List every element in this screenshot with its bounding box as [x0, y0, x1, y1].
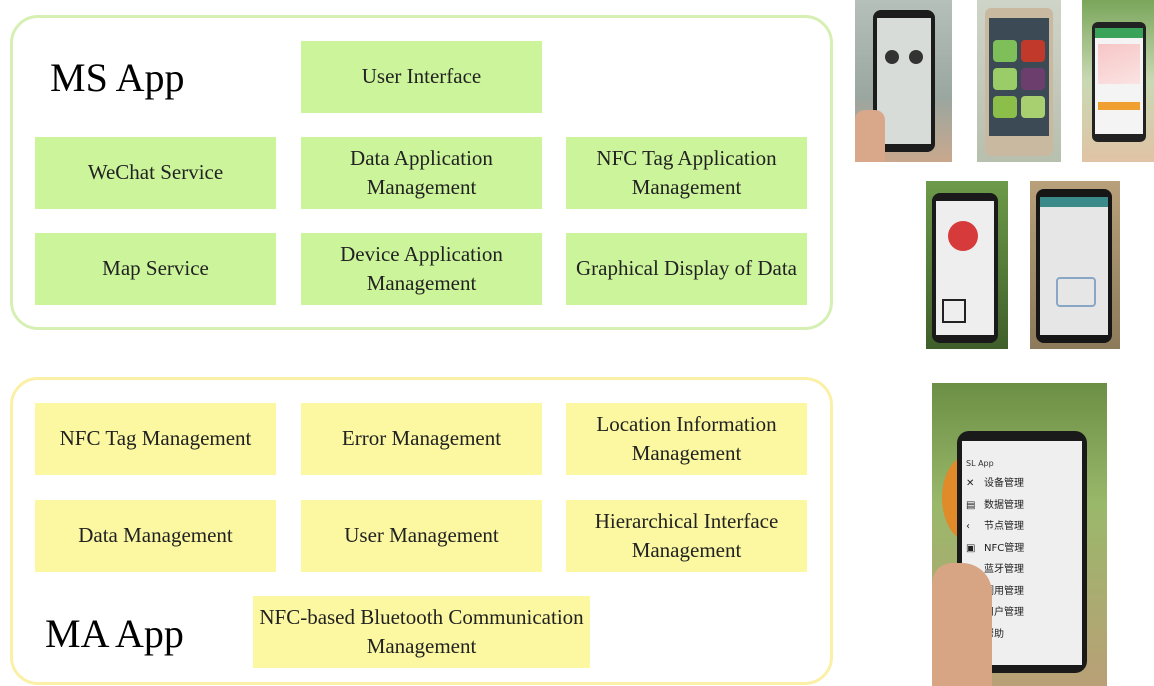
- nfc-based-bluetooth-communication-management-box: NFC-based Bluetooth Communication Manage…: [253, 596, 590, 668]
- ms-phone-photo-3: [1082, 0, 1154, 162]
- ms-phone-photo-5: [1030, 181, 1120, 349]
- phone-menu-item: ▣NFC管理: [966, 538, 1078, 560]
- phone-menu-item: ‹节点管理: [966, 516, 1078, 538]
- ms-phone-photo-4: [926, 181, 1008, 349]
- ms-app-title: MS App: [50, 55, 185, 100]
- location-information-management-box: Location Information Management: [566, 403, 807, 475]
- nfc-tag-application-management-box: NFC Tag Application Management: [566, 137, 807, 209]
- phone-app-name: SL App: [966, 459, 994, 468]
- ma-phone-photo: SL App ✕设备管理 ▤数据管理 ‹节点管理 ▣NFC管理 ●蓝牙管理 ▢调…: [932, 383, 1107, 686]
- database-icon: ▤: [966, 499, 976, 511]
- map-service-box: Map Service: [35, 233, 276, 305]
- graphical-display-of-data-box: Graphical Display of Data: [566, 233, 807, 305]
- user-interface-box: User Interface: [301, 41, 542, 113]
- node-icon: ‹: [966, 521, 970, 532]
- device-application-management-box: Device Application Management: [301, 233, 542, 305]
- ms-phone-photo-1: [855, 0, 952, 162]
- tools-icon: ✕: [966, 478, 975, 489]
- error-management-box: Error Management: [301, 403, 542, 475]
- user-management-box: User Management: [301, 500, 542, 572]
- data-application-management-box: Data Application Management: [301, 137, 542, 209]
- wechat-service-box: WeChat Service: [35, 137, 276, 209]
- phone-menu-item: ✕设备管理: [966, 473, 1078, 495]
- ms-app-panel: [10, 15, 833, 330]
- hierarchical-interface-management-box: Hierarchical Interface Management: [566, 500, 807, 572]
- data-management-box: Data Management: [35, 500, 276, 572]
- nfc-icon: ▣: [966, 542, 976, 554]
- nfc-tag-management-box: NFC Tag Management: [35, 403, 276, 475]
- ma-app-title: MA App: [45, 611, 184, 656]
- ma-app-panel: [10, 377, 833, 685]
- phone-menu-item: ▤数据管理: [966, 495, 1078, 517]
- ms-phone-photo-2: [977, 0, 1061, 162]
